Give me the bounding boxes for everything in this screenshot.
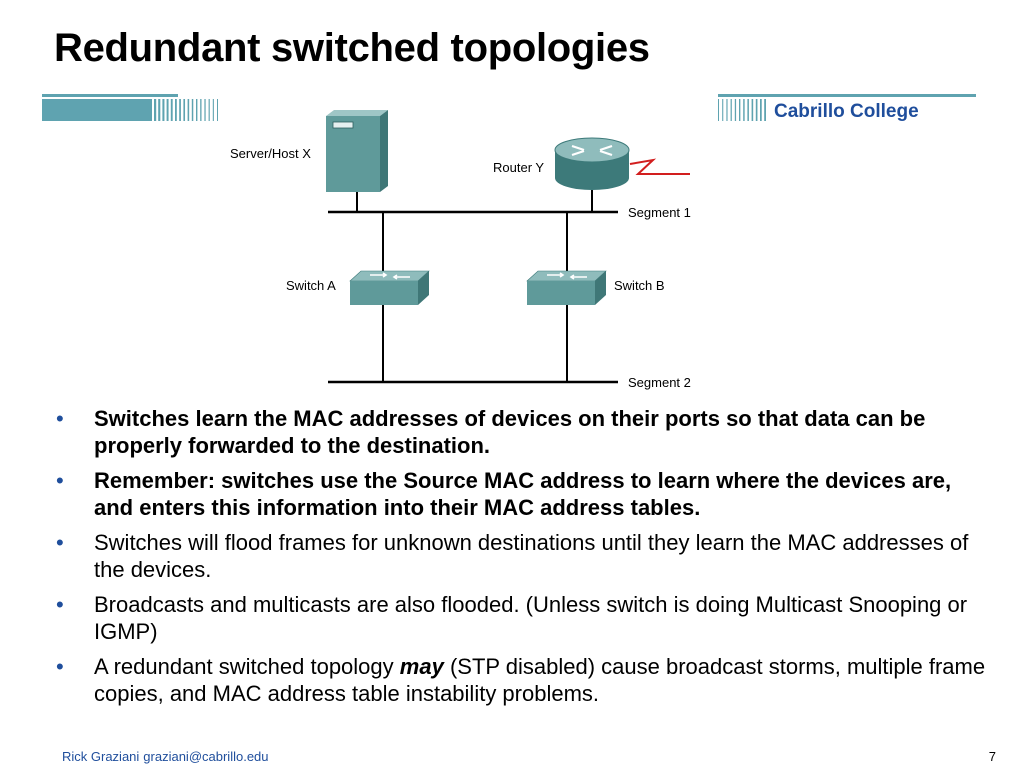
bullet-marker: •	[56, 530, 64, 555]
router-icon	[554, 137, 630, 190]
bullet-text: Broadcasts and multicasts are also flood…	[94, 592, 968, 644]
bullet-text: A redundant switched topology may (STP d…	[94, 653, 994, 707]
header-band-right	[718, 94, 976, 121]
bullet-text-end: (STP disabled) cause broadcast storms, m…	[94, 654, 986, 706]
header-band	[42, 94, 976, 121]
header-stripe	[200, 99, 202, 121]
switch-a-label: Switch A	[286, 278, 336, 293]
bullet-text: Remember: switches use the Source MAC ad…	[94, 468, 952, 520]
header-stripe	[170, 99, 173, 121]
header-stripe	[755, 99, 758, 121]
header-stripe	[187, 99, 190, 121]
server-label: Server/Host X	[230, 146, 311, 161]
segment-1-label: Segment 1	[628, 205, 691, 220]
author-name: Rick Graziani	[62, 749, 140, 764]
bullet-text: Switches will flood frames for unknown d…	[94, 530, 969, 582]
header-stripe	[208, 99, 210, 121]
header-stripe	[722, 99, 724, 121]
header-stripe	[718, 99, 719, 121]
switch-b-label: Switch B	[614, 278, 665, 293]
bullet-marker: •	[56, 468, 64, 493]
header-stripe	[158, 99, 161, 121]
header-stripe	[175, 99, 177, 121]
header-stripe	[196, 99, 198, 121]
network-diagram: Server/Host X Router Y Switch A Switch B…	[230, 110, 691, 390]
header-stripe	[747, 99, 749, 121]
header-stripe	[166, 99, 169, 121]
switch-a-icon	[349, 270, 430, 305]
bullet-marker: •	[56, 654, 64, 679]
bullet-item: • Remember: switches use the Source MAC …	[54, 467, 994, 521]
bullet-text: Switches learn the MAC addresses of devi…	[94, 406, 926, 458]
segment-2-label: Segment 2	[628, 375, 691, 390]
bullet-emphasis: may	[399, 654, 444, 679]
header-stripe	[162, 99, 165, 121]
bullet-item: • Switches learn the MAC addresses of de…	[54, 405, 994, 459]
header-stripe	[751, 99, 754, 121]
header-stripe	[739, 99, 741, 121]
bullet-text-start: A redundant switched topology	[94, 654, 394, 679]
slide-title: Redundant switched topologies	[54, 26, 650, 70]
header-stripe	[154, 99, 157, 121]
switch-b-icon	[526, 270, 607, 305]
bullet-item: • Broadcasts and multicasts are also flo…	[54, 591, 994, 645]
server-icon	[326, 110, 388, 192]
page-number: 7	[988, 749, 996, 764]
header-stripe	[204, 99, 206, 121]
bullet-marker: •	[56, 592, 64, 617]
header-stripe	[217, 99, 218, 121]
bullet-item: • A redundant switched topology may (STP…	[54, 653, 994, 707]
header-stripe	[734, 99, 737, 121]
header-stripe	[726, 99, 728, 121]
header-band-left	[42, 94, 218, 121]
header-stripe	[743, 99, 745, 121]
router-label: Router Y	[493, 160, 544, 175]
header-stripe	[183, 99, 186, 121]
serial-link-icon	[629, 158, 690, 175]
header-stripe	[730, 99, 732, 121]
header-stripe	[760, 99, 762, 121]
header-stripe	[212, 99, 214, 121]
author-email: graziani@cabrillo.edu	[143, 749, 269, 764]
bullet-marker: •	[56, 406, 64, 431]
header-stripe	[191, 99, 194, 121]
header-stripe	[179, 99, 181, 121]
bullet-item: • Switches will flood frames for unknown…	[54, 529, 994, 583]
bullet-list: • Switches learn the MAC addresses of de…	[54, 405, 994, 715]
brand-logo-text: Cabrillo College	[774, 101, 919, 122]
header-stripe	[764, 99, 766, 121]
